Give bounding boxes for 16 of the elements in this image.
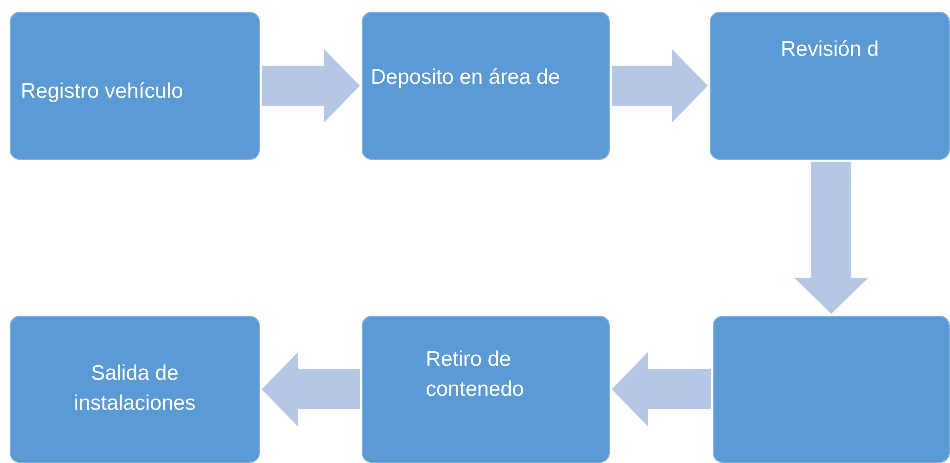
block-arrow <box>612 352 711 426</box>
box-label: Salida de instalaciones <box>73 361 197 418</box>
block-arrow <box>262 352 360 426</box>
box-label: Deposito en área de <box>371 65 560 91</box>
process-box <box>362 316 610 463</box>
block-arrow <box>262 49 360 123</box>
process-box <box>710 12 950 160</box>
box-label: Retiro de contenedo <box>426 347 526 404</box>
block-arrow <box>794 162 868 314</box>
process-box <box>362 12 610 160</box>
box-label: Registro vehículo <box>21 78 184 105</box>
process-box <box>10 316 260 463</box>
process-box <box>713 316 950 463</box>
process-box <box>10 12 260 160</box>
block-arrow <box>612 49 708 123</box>
box-label: Revisión d <box>780 37 880 63</box>
